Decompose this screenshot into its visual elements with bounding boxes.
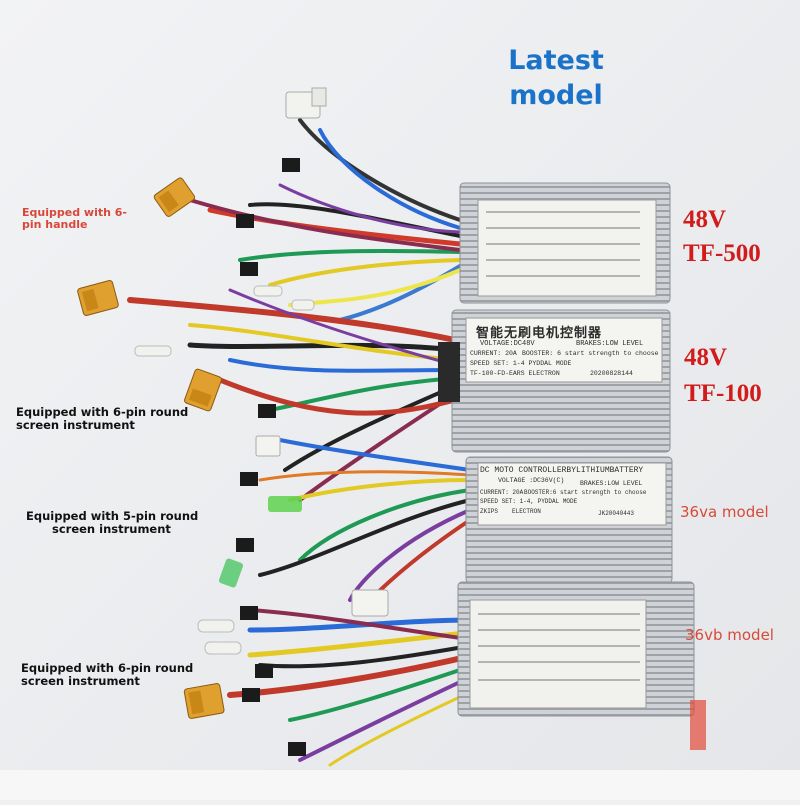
controller-tf100: [438, 309, 671, 453]
note-6pin-screen-b-line1: Equipped with 6-pin round: [21, 661, 194, 675]
note-5pin-screen-line2: screen instrument: [52, 522, 171, 536]
controller-36vb: [457, 581, 706, 750]
note-6pin-screen-a-line2: screen instrument: [16, 418, 135, 432]
va36-plate-model: ZKIPS: [480, 508, 499, 515]
va36-plate-serial: JK20040443: [598, 510, 635, 517]
va36-plate-speed: SPEED SET: 1-4, PYDDAL MODE: [480, 498, 578, 505]
tf100-plate-speed: SPEED SET: 1-4 PYDDAL MODE: [470, 360, 572, 367]
note-6pin-handle: Equipped with 6-pin handle: [22, 206, 127, 231]
controller-tf500: [459, 182, 671, 304]
model-name-tf100: TF-100: [684, 380, 762, 407]
va36-plate-current: CURRENT: 20A: [480, 489, 524, 496]
tf100-plate-current: CURRENT: 20A: [470, 350, 517, 357]
va36-plate-title: DC MOTO CONTROLLERBYLITHIUMBATTERY: [480, 466, 644, 475]
model-voltage-tf500: 48V: [683, 206, 727, 233]
note-6pin-screen-a-line1: Equipped with 6-pin round: [16, 405, 189, 419]
va36-plate-voltage: VOLTAGE :DC36V(C): [498, 477, 565, 484]
tf100-plate-voltage: VOLTAGE:DC48V: [480, 340, 535, 348]
controller-36va: [465, 456, 673, 584]
model-voltage-tf100: 48V: [684, 344, 728, 371]
tf100-plate-serial: 20200828144: [590, 370, 633, 377]
tf100-plate-booster: BOOSTER: 6 start strength to choose: [522, 350, 659, 357]
va36-plate-maker: ELECTRON: [512, 508, 541, 515]
note-6pin-screen-b-line2: screen instrument: [21, 674, 140, 688]
model-name-36va: 36va model: [680, 503, 769, 521]
model-name-tf500: TF-500: [683, 240, 761, 267]
tf100-plate-brakes: BRAKES:LOW LEVEL: [576, 340, 644, 348]
note-5pin-screen-line1: Equipped with 5-pin round: [26, 509, 199, 523]
headline-line1: Latest: [508, 45, 604, 76]
headline-line2: model: [509, 80, 603, 111]
model-name-36vb: 36vb model: [685, 626, 774, 644]
connectors: [77, 87, 389, 756]
va36-plate-brakes: BRAKES:LOW LEVEL: [580, 480, 643, 487]
wire-bundles: [127, 118, 478, 767]
tf100-plate-model: TF-100-FD-EARS ELECTRON: [470, 370, 560, 377]
tf100-plate-title: 智能无刷电机控制器: [476, 326, 603, 341]
va36-plate-booster: BOOSTER:6 start strength to choose: [524, 489, 647, 496]
